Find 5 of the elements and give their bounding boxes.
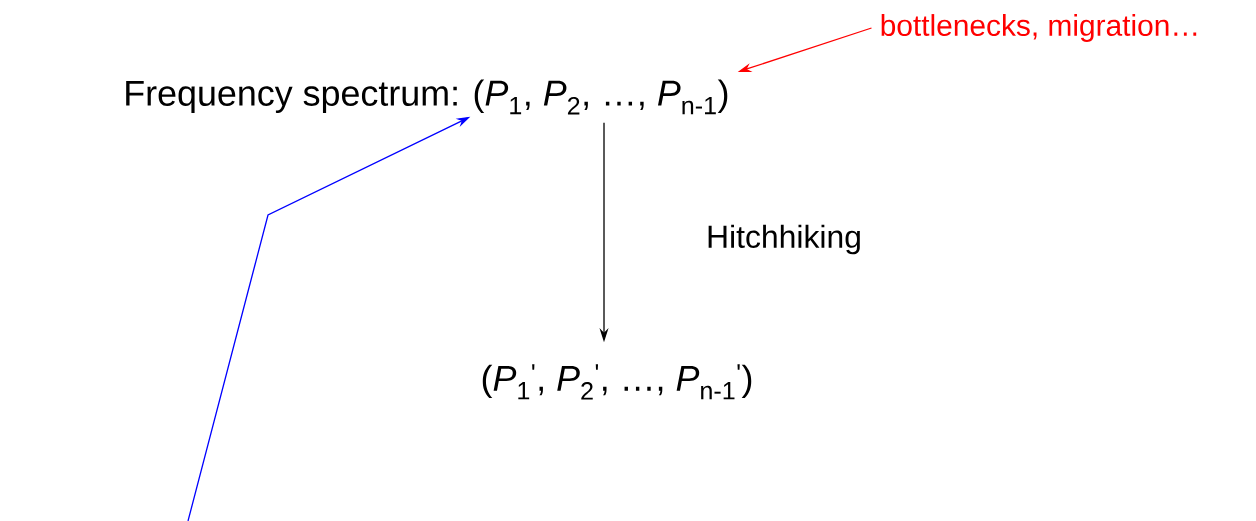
formula-text: (P$_{1}$, P$_{2}$, …, P$_{n-1}$) bbox=[474, 79, 728, 115]
formula-text: (P$_{1}$$^{'}$, P$_{2}$$^{'}$, …, P$_{n-1}$$^{'}$) bbox=[482, 364, 752, 400]
edge-label: Hitchhiking bbox=[704, 222, 864, 257]
heading-text: Frequency spectrum: bbox=[126, 80, 457, 114]
annotation-text: bottlenecks, migration… bbox=[881, 14, 1197, 42]
